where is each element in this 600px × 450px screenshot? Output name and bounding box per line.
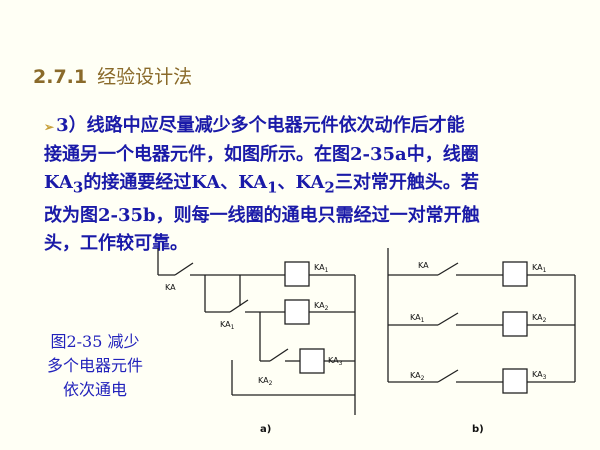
bullet-arrow-icon: ➢ [44,120,55,134]
coil-ka1-label: KA1 [314,263,329,274]
contact-ka2-blade [269,348,289,362]
body-line-5: 头，工作较可靠。 [44,232,188,254]
contact-ka-blade [174,262,194,276]
figure-caption: 图2-35 减少 多个电器元件 依次通电 [46,332,143,399]
coil-b-ka2-box [502,311,528,337]
diagram-b-label: b) [472,424,484,435]
contact-ka-label: KA [165,283,176,292]
coil-b-ka2-label: KA2 [532,313,547,324]
contact-b-ka-blade [437,262,459,276]
coil-b-ka1-box [502,261,528,287]
coil-ka3-label: KA3 [328,356,343,367]
contact-b-ka1-label: KA1 [410,313,425,324]
contact-ka1-blade [229,299,249,313]
contact-ka2-label: KA2 [258,376,273,387]
contact-b-ka1-blade [437,312,459,326]
section-title: 经验设计法 [97,66,193,88]
section-heading: 2.7.1 经验设计法 [33,62,192,89]
circuit-diagram-b: KA KA1 KA2 KA1 KA2 KA3 b) [387,248,576,435]
body-paragraph: ➢3）线路中应尽量减少多个电器元件依次动作后才能 接通另一个电器元件，如图所示。… [44,112,544,258]
body-line-3: KA3的接通要经过KA、KA1、KA2三对常开触头。若 [44,172,479,197]
circuit-diagram-a: KA KA1 KA2 KA1 KA2 KA3 a) [157,248,356,435]
body-line-4: 改为图2-35b，则每一线圈的通电只需经过一对常开触 [44,204,480,226]
coil-ka1-box [284,261,310,287]
diagram-a-label: a) [260,424,271,435]
coil-b-ka1-label: KA1 [532,263,547,274]
coil-ka3-box [299,348,325,374]
body-line-1: ➢3）线路中应尽量减少多个电器元件依次动作后才能 [44,115,465,136]
contact-b-ka-label: KA [418,261,429,270]
section-number: 2.7.1 [33,66,88,88]
contact-ka1-label: KA1 [220,320,235,331]
coil-b-ka3-box [502,368,528,394]
coil-ka2-box [284,299,310,325]
contact-b-ka2-label: KA2 [410,371,425,382]
coil-ka2-label: KA2 [314,301,329,312]
coil-b-ka3-label: KA3 [532,370,547,381]
contact-b-ka2-blade [437,369,459,383]
body-line-2: 接通另一个电器元件，如图所示。在图2-35a中，线圈 [44,144,479,165]
